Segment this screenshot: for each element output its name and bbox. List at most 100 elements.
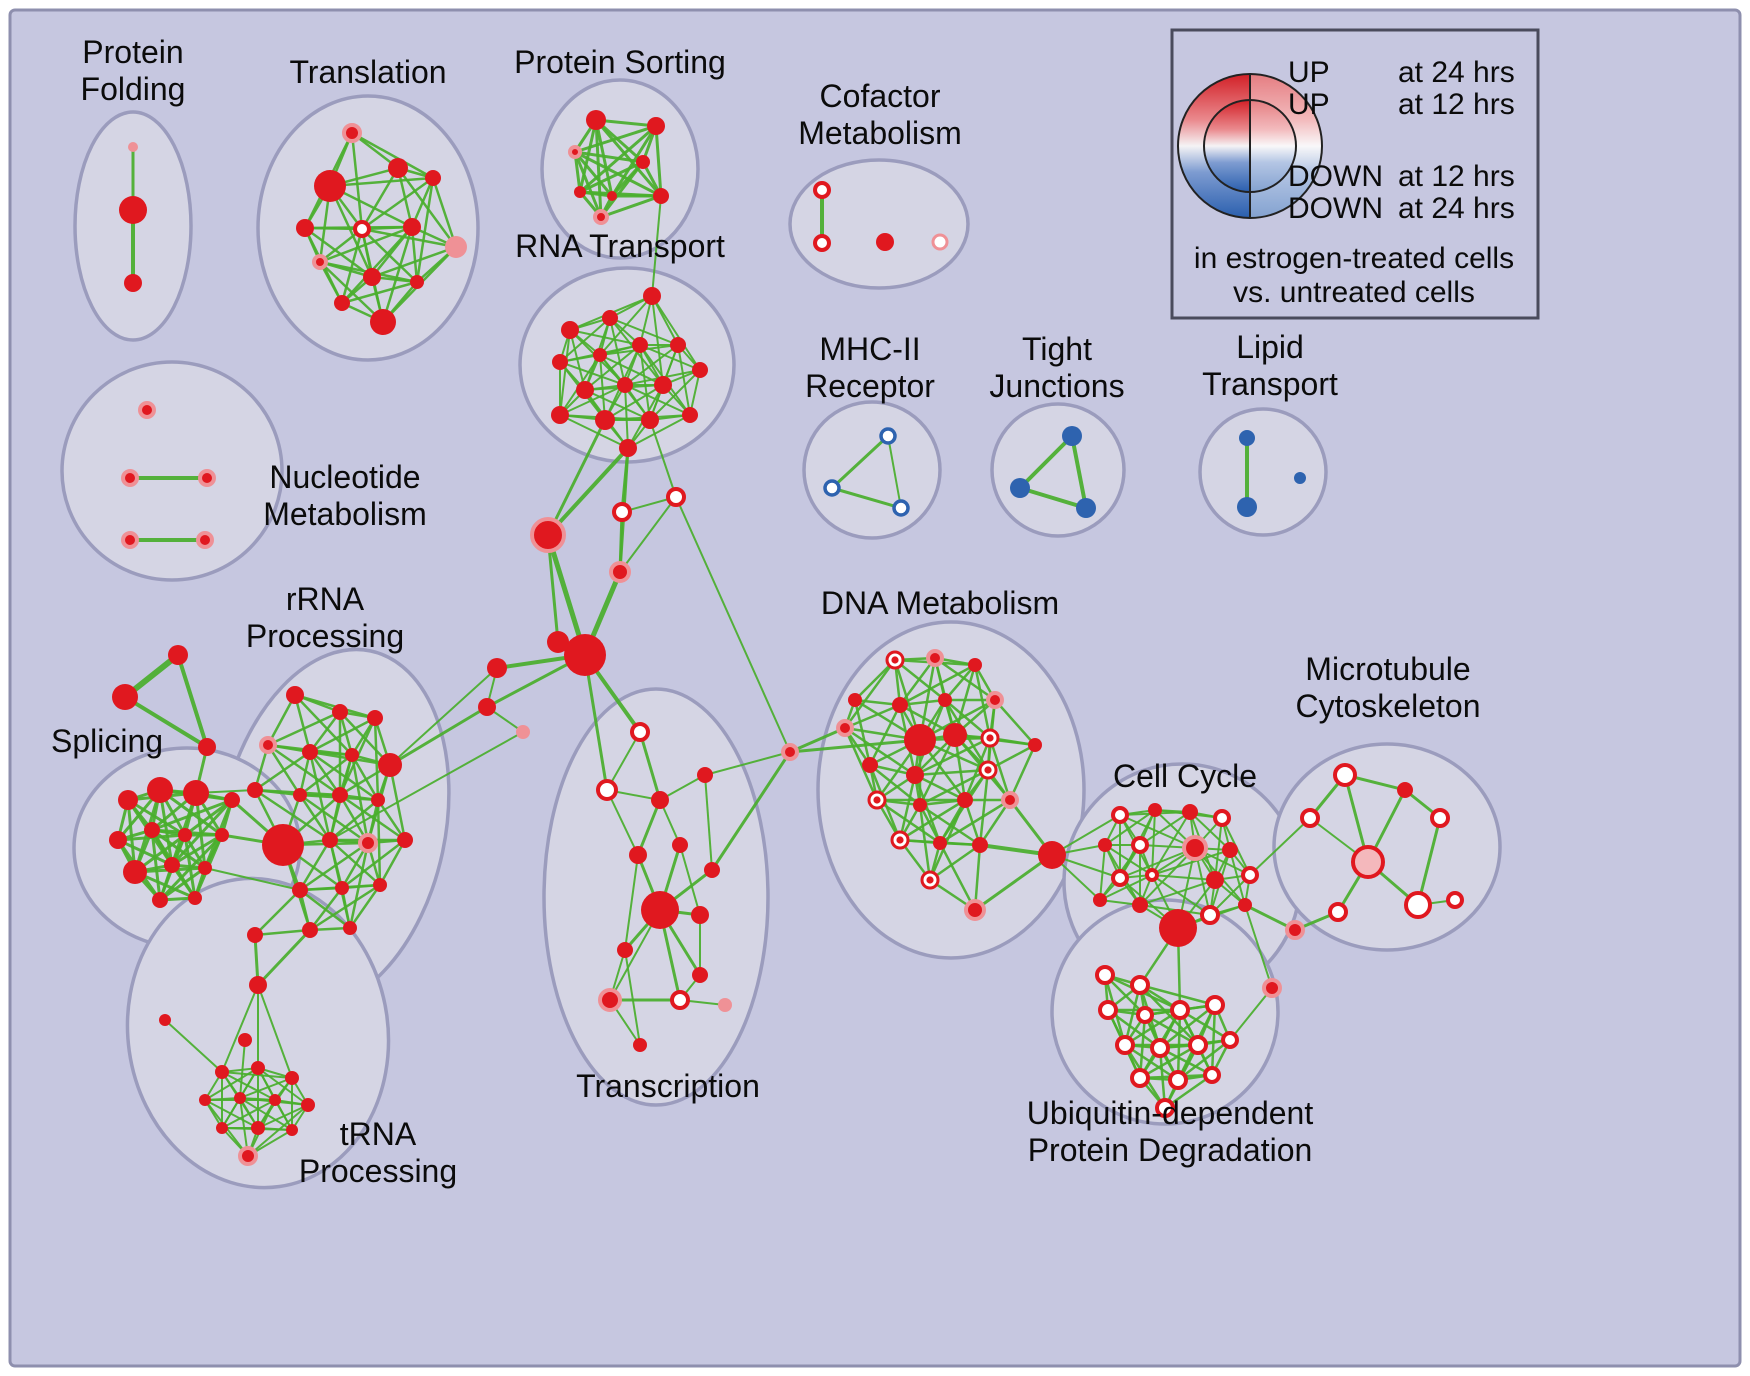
edge-ub5-ub7 [1123, 1008, 1182, 1047]
edge-tr3-tr8 [396, 166, 458, 249]
node-rr5 [302, 744, 318, 760]
edge-tc7-dmc [710, 750, 792, 872]
node-cn5 [487, 658, 507, 678]
node-dm9 [904, 724, 936, 756]
cluster-label-lipid-transport-line1: Lipid [1236, 329, 1304, 365]
node-tn12 [251, 1121, 265, 1135]
edge-tc3-tc5 [636, 798, 662, 857]
node-dm22 [972, 837, 988, 853]
edge-rt2-rt10 [651, 295, 664, 386]
node-tc10 [617, 942, 633, 958]
edge-tn2-tn4 [164, 1019, 223, 1073]
edge-tn6-tn8 [239, 1077, 293, 1099]
node-tn6 [285, 1071, 299, 1085]
edge-rr6-rr11 [350, 753, 380, 802]
node-cc13 [1132, 897, 1148, 913]
node-fs2 [112, 684, 138, 710]
edge-tr7-tr11 [410, 225, 419, 284]
node-cc10 [1145, 868, 1159, 882]
node-rr10 [332, 787, 348, 803]
node-fs1 [168, 645, 188, 665]
edge-rt9-rt16 [624, 384, 629, 449]
edge-rr5-rr11 [308, 750, 380, 802]
node-cc9 [1111, 869, 1129, 887]
node-lt2 [1237, 497, 1257, 517]
node-rt16 [619, 439, 637, 457]
cluster-ellipse-lipid-transport [1198, 407, 1328, 537]
node-tc12 [598, 988, 622, 1012]
node-ub12 [1168, 1070, 1188, 1090]
edge-mh1-mh2 [830, 434, 890, 490]
edge-tc6-tc9 [679, 844, 701, 916]
edge-ps3-ps6 [573, 150, 614, 198]
cluster-label-cell-cycle-line1: Cell Cycle [1113, 758, 1257, 794]
node-cc14 [1159, 909, 1197, 947]
cluster-label-rna-transport-line1: RNA Transport [515, 228, 725, 264]
edge-tr11-tr12 [340, 280, 419, 305]
edge-dm18-dm20 [898, 798, 967, 842]
edge-dm11-dm18 [963, 736, 992, 802]
node-mc6 [1404, 891, 1432, 919]
legend-time-label-2: at 12 hrs [1398, 88, 1515, 121]
edge-cc16-ubp [1244, 904, 1273, 989]
edge-ub2-ub7 [1123, 983, 1142, 1047]
node-tc15 [633, 1038, 647, 1052]
node-cc5 [1098, 838, 1112, 852]
edge-dm18-dm23 [928, 798, 967, 882]
edge-rr2-rr4 [266, 710, 342, 747]
edge-tn1-tn4 [221, 984, 259, 1073]
node-tc4 [697, 767, 713, 783]
node-cn1 [530, 517, 566, 553]
node-dm20-center-dot [896, 836, 904, 844]
node-tn11 [216, 1122, 228, 1134]
node-mc1 [1333, 763, 1357, 787]
node-rt15 [682, 407, 698, 423]
node-mh1 [879, 427, 897, 445]
node-tr8 [445, 236, 467, 258]
node-rt10 [654, 376, 672, 394]
edge-rr16-rr21 [253, 888, 302, 937]
edge-ps1-ps6 [594, 118, 614, 198]
node-lt1 [1239, 430, 1255, 446]
edge-ps7-rt2 [651, 195, 662, 297]
node-dm14 [906, 766, 924, 784]
node-pf3 [124, 274, 142, 292]
node-sp4 [224, 792, 240, 808]
node-rt4 [552, 354, 568, 370]
cluster-label-transcription-line1: Transcription [576, 1068, 760, 1104]
edge-rt7-rt15 [677, 344, 691, 416]
edge-dm8-dm16 [843, 726, 879, 802]
cluster-ellipse-microtubule-cytoskeleton [1272, 742, 1502, 952]
node-sp12 [152, 892, 168, 908]
node-mc4 [1430, 808, 1450, 828]
edge-tc2-tc5 [606, 789, 639, 856]
cluster-label-rrna-processing-line1: rRNA [286, 581, 365, 617]
node-tr9 [312, 254, 328, 270]
edge-cc10-cc17 [1099, 874, 1153, 901]
node-sp8 [215, 828, 229, 842]
cluster-label-ubiquitin-degradation-line2: Protein Degradation [1028, 1132, 1313, 1168]
edge-cc2-cc5 [1104, 809, 1156, 846]
edge-rr15-rr17 [340, 838, 407, 890]
edge-rt15-rt16 [627, 414, 691, 449]
edge-ps3-ps4 [573, 150, 645, 164]
edge-dm2-dm7 [933, 656, 997, 702]
edge-dmc-dm9 [788, 738, 922, 754]
edge-rr4-rr10 [266, 743, 342, 797]
node-pf2 [119, 196, 147, 224]
edge-cn3-cn4 [619, 496, 677, 573]
node-cc16 [1238, 898, 1252, 912]
node-ps3 [568, 145, 582, 159]
node-dm6 [938, 693, 952, 707]
edge-tr2-tr10 [328, 184, 374, 279]
edge-ps1-ps7 [594, 118, 663, 198]
node-rr13 [322, 832, 338, 848]
cluster-ellipse-nucleotide-metabolism [60, 360, 284, 582]
edge-tr7-tr13 [381, 225, 414, 324]
edge-rr19-rr21 [253, 928, 312, 937]
edge-rt6-rt14 [639, 344, 651, 421]
node-ub6 [1205, 995, 1225, 1015]
edge-tj1-tj3 [1070, 434, 1088, 510]
edge-rr18-rr20 [348, 883, 382, 930]
